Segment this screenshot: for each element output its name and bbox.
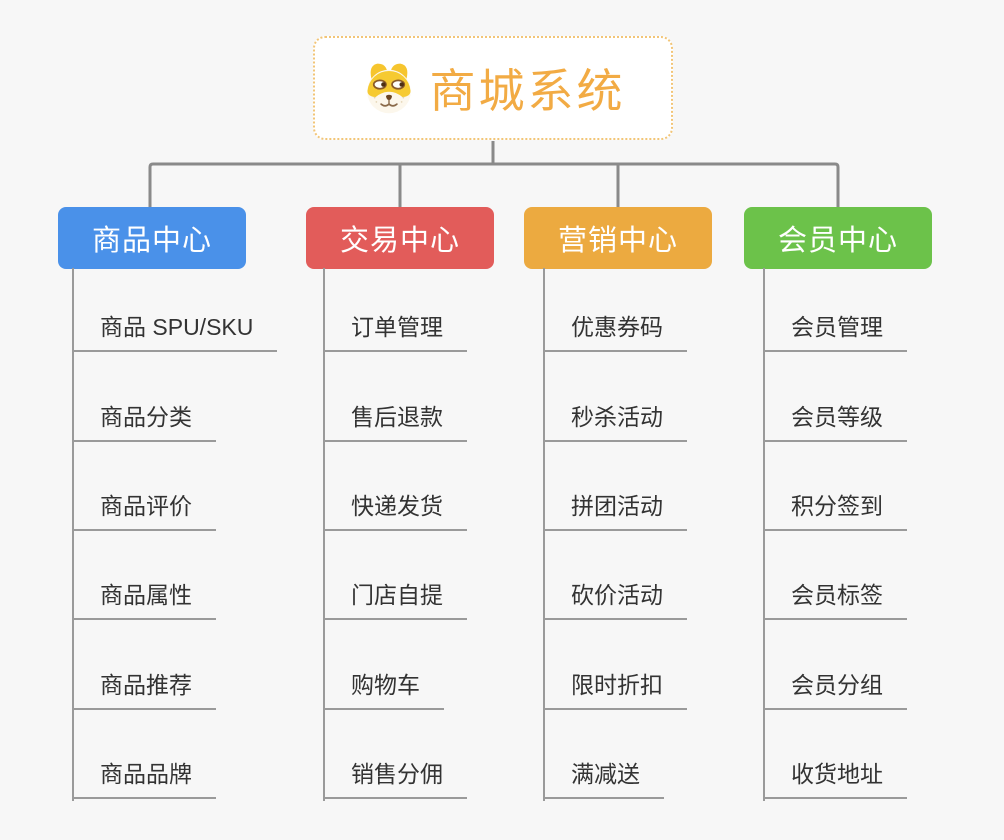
leaf-node[interactable]: 优惠券码: [543, 312, 687, 352]
branch-node-4[interactable]: 会员中心: [744, 207, 932, 269]
branch-trunk-line: [763, 268, 765, 801]
leaf-node[interactable]: 积分签到: [763, 491, 907, 531]
leaf-node[interactable]: 门店自提: [323, 580, 467, 620]
branch-trunk-line: [323, 268, 325, 801]
leaf-node[interactable]: 商品属性: [72, 580, 216, 620]
branch-node-3[interactable]: 营销中心: [524, 207, 712, 269]
leaf-node[interactable]: 订单管理: [323, 312, 467, 352]
leaf-node[interactable]: 快递发货: [323, 491, 467, 531]
leaf-node[interactable]: 购物车: [323, 670, 444, 710]
root-node-label: 商城系统: [429, 65, 626, 117]
leaf-node[interactable]: 售后退款: [323, 402, 467, 442]
leaf-node[interactable]: 砍价活动: [543, 580, 687, 620]
leaf-node[interactable]: 商品品牌: [72, 759, 216, 799]
root-node[interactable]: 商城系统: [313, 36, 673, 140]
leaf-node[interactable]: 商品 SPU/SKU: [72, 312, 278, 352]
leaf-node[interactable]: 会员标签: [763, 580, 907, 620]
leaf-node[interactable]: 销售分佣: [323, 759, 467, 799]
leaf-node[interactable]: 会员分组: [763, 670, 907, 710]
branch-node-2[interactable]: 交易中心: [306, 207, 494, 269]
leaf-node[interactable]: 商品推荐: [72, 670, 216, 710]
leaf-node[interactable]: 收货地址: [763, 759, 907, 799]
leaf-node[interactable]: 商品评价: [72, 491, 216, 531]
leaf-node[interactable]: 会员等级: [763, 402, 907, 442]
leaf-node[interactable]: 满减送: [543, 759, 664, 799]
leaf-node[interactable]: 会员管理: [763, 312, 907, 352]
branch-trunk-line: [543, 268, 545, 801]
leaf-node[interactable]: 秒杀活动: [543, 402, 687, 442]
leaf-node[interactable]: 拼团活动: [543, 491, 687, 531]
branch-node-1[interactable]: 商品中心: [58, 207, 246, 269]
dog-face-icon: [366, 63, 411, 114]
leaf-node[interactable]: 限时折扣: [543, 670, 687, 710]
leaf-node[interactable]: 商品分类: [72, 402, 216, 442]
branch-trunk-line: [72, 268, 74, 801]
